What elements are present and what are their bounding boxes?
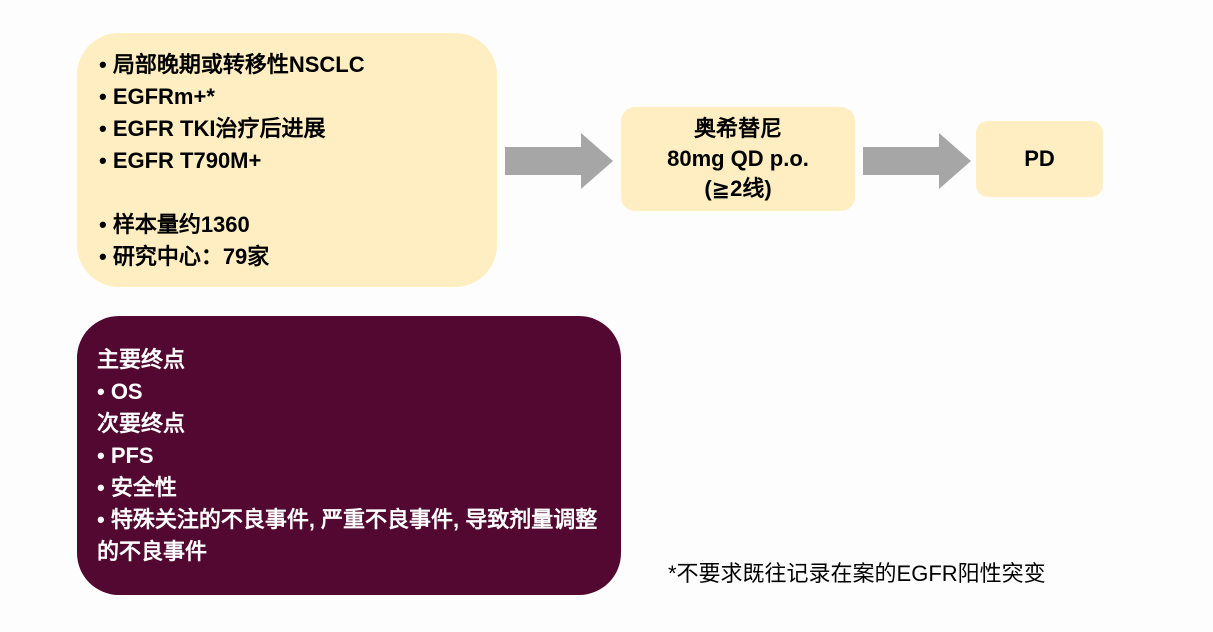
primary-endpoint-item: • OS: [97, 379, 143, 404]
sample-size-item: • 样本量约1360: [99, 212, 250, 237]
endpoints-box: 主要终点 • OS 次要终点 • PFS • 安全性 • 特殊关注的不良事件, …: [77, 316, 621, 595]
criteria-item-4: • EGFR T790M+: [99, 148, 262, 173]
primary-endpoint-heading: 主要终点: [97, 347, 186, 372]
arrow-right-icon: [505, 133, 613, 189]
research-centers-item: • 研究中心：79家: [99, 244, 270, 269]
drug-dose: 80mg QD p.o.: [667, 146, 809, 171]
secondary-endpoint-item-2: • 安全性: [97, 475, 177, 500]
treatment-line: (≧2线): [704, 176, 772, 201]
outcome-box: PD: [976, 121, 1103, 197]
criteria-spacer: [99, 177, 475, 209]
secondary-endpoint-item-3: • 特殊关注的不良事件, 严重不良事件, 导致剂量调整的不良事件: [97, 507, 598, 564]
inclusion-criteria-box: • 局部晚期或转移性NSCLC • EGFRm+* • EGFR TKI治疗后进…: [77, 33, 497, 287]
arrow-right-icon: [863, 133, 971, 189]
criteria-item-1: • 局部晚期或转移性NSCLC: [99, 52, 365, 77]
footnote: *不要求既往记录在案的EGFR阳性突变: [668, 561, 1046, 586]
treatment-box: 奥希替尼 80mg QD p.o. (≧2线): [621, 107, 855, 211]
criteria-item-3: • EGFR TKI治疗后进展: [99, 116, 326, 141]
criteria-item-2: • EGFRm+*: [99, 84, 215, 109]
secondary-endpoint-heading: 次要终点: [97, 411, 186, 436]
drug-name: 奥希替尼: [693, 116, 782, 141]
outcome-label: PD: [1024, 146, 1055, 171]
secondary-endpoint-item-1: • PFS: [97, 443, 154, 468]
